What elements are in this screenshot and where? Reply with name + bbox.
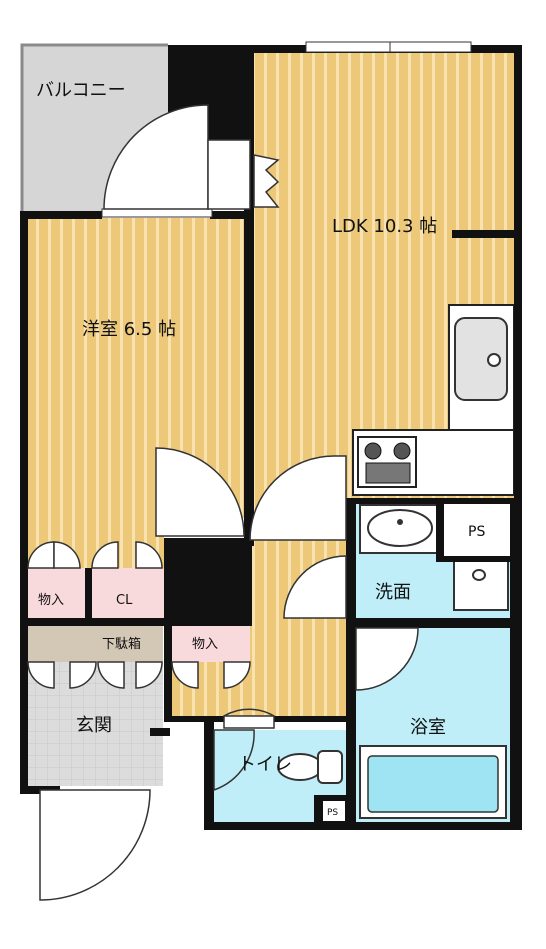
western-room-label: 洋室 6.5 帖 [82, 319, 176, 340]
washroom-label: 洗面 [375, 582, 411, 603]
toilet-tank-icon [317, 750, 343, 784]
ldk-label: LDK 10.3 帖 [332, 216, 437, 237]
bathtub-basin [367, 755, 499, 813]
storage2-area [172, 626, 250, 662]
storage1-label: 物入 [38, 593, 64, 608]
shoe-box-label: 下駄箱 [102, 636, 141, 652]
storage2-label: 物入 [192, 637, 218, 652]
ldk-window [305, 41, 472, 53]
ps-box-washroom [444, 504, 510, 556]
burner-left-icon [364, 442, 382, 460]
shoe-box-area [28, 626, 163, 662]
toilet-label: トイレ [238, 754, 292, 775]
basin-drain-icon [397, 519, 403, 525]
burner-right-icon [393, 442, 411, 460]
ps-box-toilet [321, 799, 347, 823]
grill-icon [365, 462, 411, 484]
storage1-area [28, 568, 85, 618]
entrance-label: 玄関 [76, 715, 112, 736]
closet-label: CL [116, 593, 133, 608]
ps-label-toilet: PS [327, 808, 338, 818]
balcony-rail [20, 43, 168, 213]
doors [27, 104, 419, 901]
balcony-label: バルコニー [36, 80, 126, 101]
kitchen-sink [454, 317, 508, 401]
washer-drain-icon [472, 569, 486, 581]
ps-label-washroom: PS [468, 524, 485, 540]
washing-machine-space [453, 559, 509, 611]
sink-drain-icon [487, 353, 501, 367]
bathroom-label: 浴室 [410, 717, 446, 738]
closet-area [92, 568, 164, 618]
wash-basin-bowl [367, 509, 433, 547]
balcony-door-frame [101, 208, 213, 218]
